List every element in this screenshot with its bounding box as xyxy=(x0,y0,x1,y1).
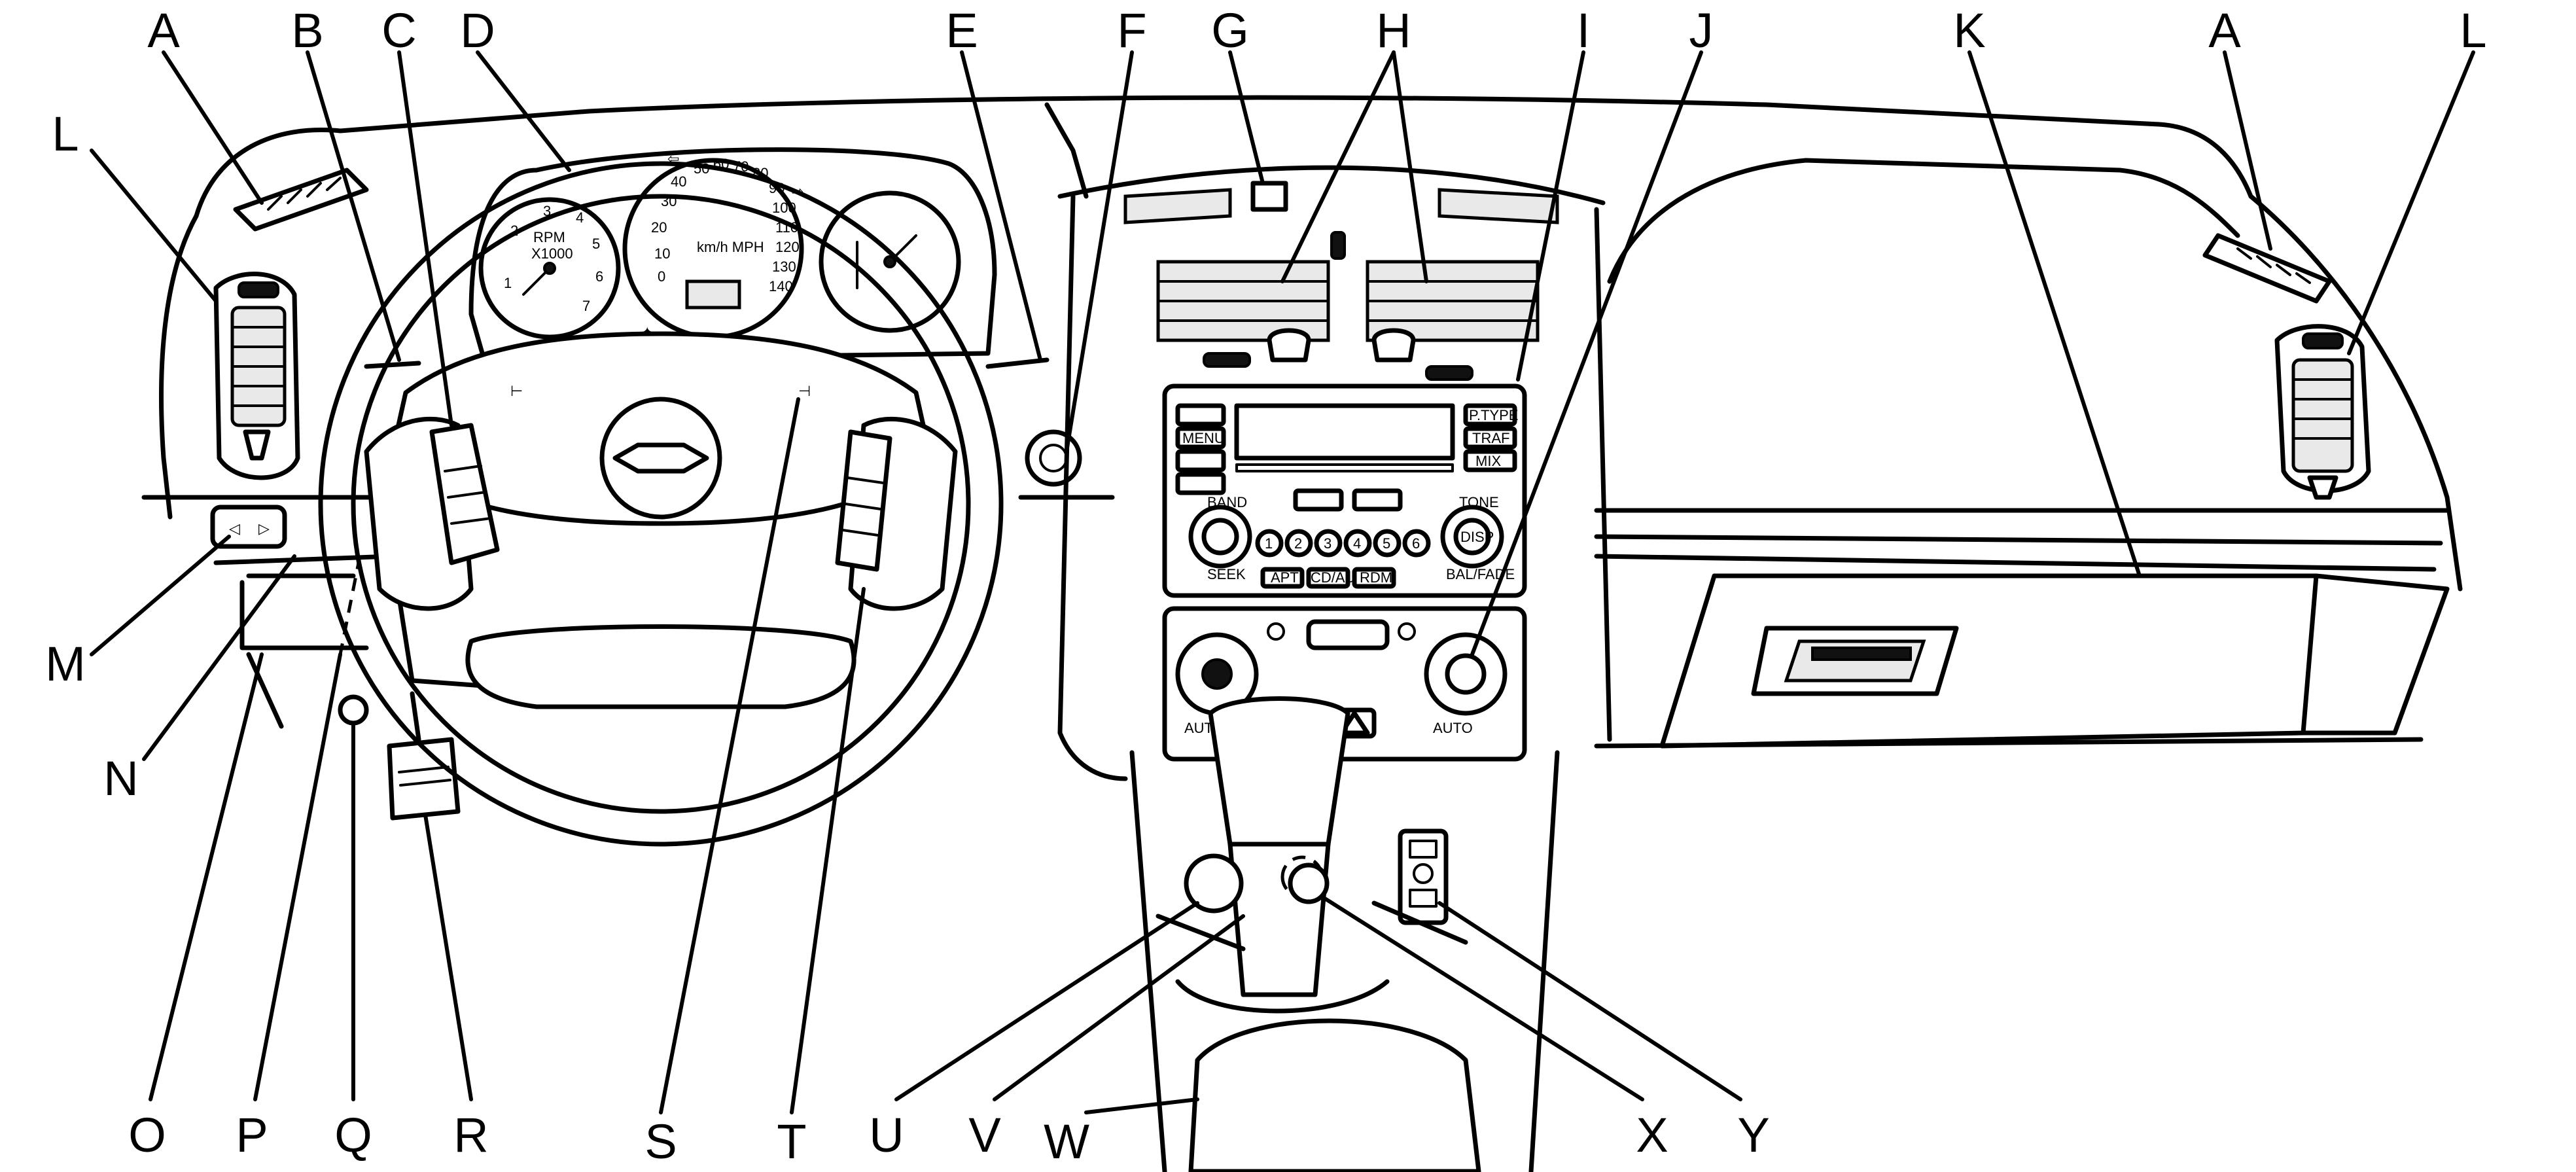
callout-a-right: A xyxy=(2208,3,2241,58)
callout-k: K xyxy=(1953,3,1985,58)
callout-e: E xyxy=(945,3,978,58)
callout-b: B xyxy=(291,3,323,58)
radio-tone-label: TONE xyxy=(1459,494,1499,510)
callout-h: H xyxy=(1376,3,1411,58)
callout-t: T xyxy=(777,1114,806,1169)
wiper-lever xyxy=(985,357,1050,369)
svg-text:10: 10 xyxy=(654,245,670,262)
preset-2: 2 xyxy=(1294,535,1302,552)
radio-traf-label: TRAF xyxy=(1472,430,1509,446)
svg-text:130: 130 xyxy=(772,258,796,275)
steering-wheel-cruise-controls-right xyxy=(835,429,892,572)
callout-g: G xyxy=(1211,3,1249,58)
hazard-button xyxy=(1330,231,1346,260)
callout-p: P xyxy=(236,1108,268,1162)
glove-box-handle xyxy=(1751,626,1959,696)
callout-o: O xyxy=(128,1108,166,1162)
preset-4: 4 xyxy=(1353,535,1361,552)
svg-text:5: 5 xyxy=(592,236,600,252)
svg-text:4: 4 xyxy=(576,209,584,226)
svg-text:▷: ▷ xyxy=(258,520,270,537)
callout-v: V xyxy=(968,1108,1001,1162)
svg-text:120: 120 xyxy=(775,239,800,255)
parking-brake-pedal xyxy=(387,691,461,821)
audio-system: MENU P.TYPE TRAF MIX BAND SEEK TONE BAL/… xyxy=(1162,383,1527,598)
callout-s: S xyxy=(644,1114,677,1169)
windshield-defroster-vent xyxy=(1123,188,1559,224)
svg-text:6: 6 xyxy=(595,268,603,285)
sunload-sensor xyxy=(1250,181,1288,212)
svg-text:100: 100 xyxy=(772,200,796,216)
preset-1: 1 xyxy=(1265,535,1273,552)
svg-text:140: 140 xyxy=(769,278,793,294)
tach-label: RPM xyxy=(533,229,565,245)
center-console xyxy=(1156,900,1481,1172)
svg-text:0: 0 xyxy=(658,268,665,285)
svg-text:7: 7 xyxy=(582,298,590,314)
callout-r: R xyxy=(453,1108,488,1162)
callout-c: C xyxy=(381,3,416,58)
right-outlet-vent xyxy=(2274,324,2371,500)
preset-6: 6 xyxy=(1412,535,1420,552)
callout-i: I xyxy=(1577,3,1591,58)
console-knob xyxy=(1184,853,1244,914)
callout-n: N xyxy=(103,751,138,806)
radio-seek-label: SEEK xyxy=(1207,566,1246,582)
dashboard-outline xyxy=(141,95,2463,749)
callout-y: Y xyxy=(1737,1108,1769,1162)
radio-disp-label: DISP xyxy=(1460,529,1494,545)
callout-x: X xyxy=(1636,1108,1668,1162)
hood-release-handle xyxy=(338,694,369,726)
preset-5: 5 xyxy=(1383,535,1390,552)
svg-text:⊣: ⊣ xyxy=(798,383,811,399)
left-window-defog-vent xyxy=(233,168,369,232)
svg-text:40: 40 xyxy=(671,173,686,190)
accessory-power-outlet xyxy=(1288,862,1330,904)
radio-rdm-label: RDM xyxy=(1360,569,1392,586)
callout-w: W xyxy=(1044,1114,1089,1169)
callout-labels: A B C D E F G H I J K A L L M N O P Q R … xyxy=(45,3,2486,1169)
callout-u: U xyxy=(869,1108,904,1162)
radio-band-label: BAND xyxy=(1207,494,1247,510)
callout-l-left: L xyxy=(52,107,79,161)
preset-3: 3 xyxy=(1324,535,1332,552)
svg-text:20: 20 xyxy=(651,219,667,236)
turn-signal-lever xyxy=(364,361,421,369)
right-window-defog-vent xyxy=(2202,233,2332,304)
left-outlet-vent xyxy=(213,272,300,480)
steering-wheel: ⊢ ⊣ xyxy=(318,161,1004,847)
callout-f: F xyxy=(1117,3,1146,58)
leader-lines xyxy=(90,50,2475,1114)
speed-unit: km/h MPH xyxy=(697,239,764,255)
radio-preset-buttons: 1 2 3 4 5 6 xyxy=(1255,529,1431,558)
svg-text:⊢: ⊢ xyxy=(510,383,523,399)
steering-wheel-audio-controls-left xyxy=(429,423,500,565)
radio-ptype-label: P.TYPE xyxy=(1469,407,1518,423)
radio-apt-label: APT xyxy=(1271,569,1299,586)
radio-mix-label: MIX xyxy=(1475,453,1501,469)
ignition-switch xyxy=(1025,429,1082,487)
callout-a-left: A xyxy=(147,3,180,58)
tach-scale: X1000 xyxy=(531,245,573,262)
center-air-outlets xyxy=(1156,260,1540,381)
climate-right-auto: AUTO xyxy=(1433,720,1473,736)
callout-q: Q xyxy=(334,1108,372,1162)
callout-l-right: L xyxy=(2460,3,2486,58)
svg-text:1: 1 xyxy=(504,275,512,291)
callout-d: D xyxy=(460,3,495,58)
console-switch-panel xyxy=(1398,828,1449,925)
callout-j: J xyxy=(1689,3,1714,58)
svg-text:◁: ◁ xyxy=(229,520,240,537)
callout-m: M xyxy=(45,637,86,691)
radio-menu-label: MENU xyxy=(1182,430,1225,446)
shift-lever xyxy=(1208,696,1350,997)
